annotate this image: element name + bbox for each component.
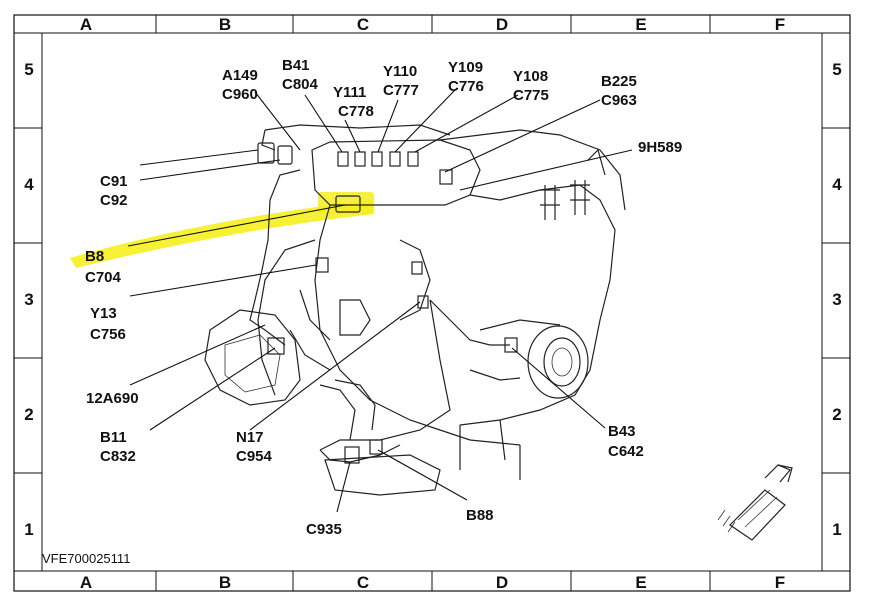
row-number-left: 1 bbox=[24, 520, 33, 539]
label-line: C963 bbox=[601, 92, 637, 109]
diagram-frame bbox=[13, 14, 851, 592]
col-letter-top: E bbox=[635, 15, 646, 34]
label-y109: Y109 C776 bbox=[448, 59, 484, 95]
row-number-right: 4 bbox=[832, 175, 842, 194]
label-line: B8 bbox=[85, 248, 104, 265]
label-n17: N17 C954 bbox=[236, 429, 273, 465]
connector-inset-icon bbox=[717, 464, 793, 541]
col-letter-bottom: A bbox=[80, 573, 92, 592]
label-b43: B43 C642 bbox=[608, 423, 644, 460]
label-line: Y108 bbox=[513, 68, 548, 85]
label-line: 9H589 bbox=[638, 139, 682, 156]
label-line: Y13 bbox=[90, 305, 117, 322]
col-letter-bottom: F bbox=[775, 573, 785, 592]
label-y108: Y108 C775 bbox=[513, 68, 549, 104]
label-b11: B11 C832 bbox=[100, 429, 136, 465]
label-line: B88 bbox=[466, 507, 494, 524]
label-line: A149 bbox=[222, 67, 258, 84]
label-12a690: 12A690 bbox=[86, 390, 139, 407]
column-ticks bbox=[155, 15, 711, 591]
row-number-right: 3 bbox=[832, 290, 841, 309]
highlight-b8-stroke bbox=[70, 200, 374, 268]
label-y111: Y111 C778 bbox=[333, 84, 374, 120]
row-number-left: 2 bbox=[24, 405, 33, 424]
label-line: C776 bbox=[448, 78, 484, 95]
label-y13: Y13 C756 bbox=[90, 305, 126, 343]
figure-code: VFE700025111 bbox=[42, 551, 130, 566]
label-line: B43 bbox=[608, 423, 636, 440]
label-line: 12A690 bbox=[86, 390, 139, 407]
label-line: C954 bbox=[236, 448, 273, 465]
callout-labels: A149 C960 B41 C804 Y111 C778 Y110 C777 Y… bbox=[85, 57, 682, 538]
row-ticks bbox=[14, 127, 850, 474]
label-line: C704 bbox=[85, 269, 122, 286]
row-number-left: 3 bbox=[24, 290, 33, 309]
row-number-right: 2 bbox=[832, 405, 841, 424]
label-a149: A149 C960 bbox=[222, 67, 258, 103]
row-number-right: 1 bbox=[832, 520, 841, 539]
col-letter-bottom: E bbox=[635, 573, 646, 592]
col-letter-bottom: D bbox=[496, 573, 508, 592]
label-line: C91 bbox=[100, 173, 128, 190]
row-number-right: 5 bbox=[832, 60, 841, 79]
label-line: B225 bbox=[601, 73, 637, 90]
label-line: C92 bbox=[100, 192, 128, 209]
label-line: C756 bbox=[90, 326, 126, 343]
label-line: C935 bbox=[306, 521, 342, 538]
col-letter-bottom: B bbox=[219, 573, 231, 592]
label-line: C777 bbox=[383, 82, 419, 99]
leader-lines bbox=[127, 89, 633, 513]
label-b8: B8 C704 bbox=[85, 248, 122, 286]
label-y110: Y110 C777 bbox=[383, 63, 419, 99]
col-letter-top: C bbox=[357, 15, 369, 34]
label-c935: C935 bbox=[306, 521, 342, 538]
label-line: C960 bbox=[222, 86, 258, 103]
label-line: C832 bbox=[100, 448, 136, 465]
label-b88: B88 bbox=[466, 507, 494, 524]
label-c91: C91 C92 bbox=[100, 173, 128, 209]
label-line: B11 bbox=[100, 429, 127, 446]
label-line: C804 bbox=[282, 76, 319, 93]
label-9h589: 9H589 bbox=[638, 139, 682, 156]
grid-row-numbers: 5 4 3 2 1 5 4 3 2 1 bbox=[24, 60, 842, 539]
label-line: Y111 bbox=[333, 84, 366, 101]
label-b225: B225 C963 bbox=[601, 73, 637, 109]
label-b41: B41 C804 bbox=[282, 57, 319, 93]
col-letter-top: D bbox=[496, 15, 508, 34]
label-line: Y110 bbox=[383, 63, 417, 80]
col-letter-top: A bbox=[80, 15, 92, 34]
col-letter-bottom: C bbox=[357, 573, 369, 592]
highlight-b8-connector bbox=[318, 192, 374, 214]
row-number-left: 5 bbox=[24, 60, 33, 79]
row-number-left: 4 bbox=[24, 175, 34, 194]
col-letter-top: B bbox=[219, 15, 231, 34]
col-letter-top: F bbox=[775, 15, 785, 34]
label-line: C642 bbox=[608, 443, 644, 460]
label-line: C775 bbox=[513, 87, 549, 104]
label-line: Y109 bbox=[448, 59, 483, 76]
engine-drawing bbox=[204, 124, 626, 496]
label-line: B41 bbox=[282, 57, 310, 74]
grid-column-letters: A B C D E F A B C D E F bbox=[80, 15, 785, 592]
label-line: N17 bbox=[236, 429, 264, 446]
label-line: C778 bbox=[338, 103, 374, 120]
